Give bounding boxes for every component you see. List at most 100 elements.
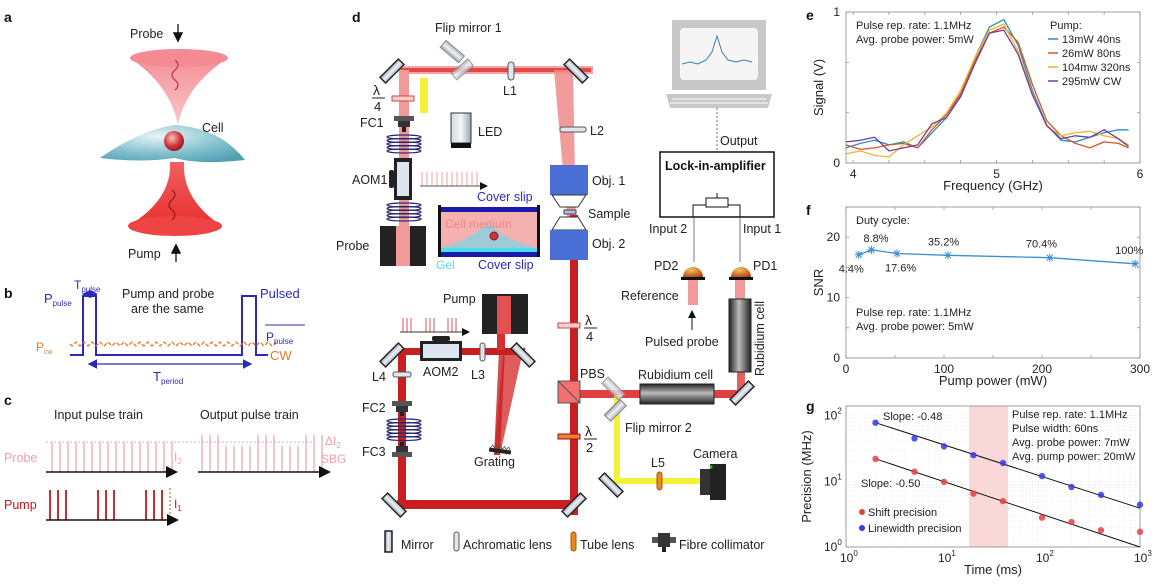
pump-probe-same-line1: Pump and probe xyxy=(122,287,214,301)
snr-point xyxy=(867,245,876,254)
fibre-coil-2 xyxy=(386,202,422,222)
cover-slip-top xyxy=(441,207,537,212)
data-point-1 xyxy=(1136,501,1144,508)
panel-label-g: g xyxy=(806,398,815,414)
slope-label-shift: Slope: -0.50 xyxy=(861,478,920,490)
camera-icon xyxy=(700,464,726,500)
sample-label: Sample xyxy=(588,207,630,221)
input1-label: Input 1 xyxy=(743,222,781,236)
pump-laser-icon xyxy=(482,294,528,334)
cell-medium-label: Cell medium xyxy=(445,217,512,231)
cell-label: Cell xyxy=(202,121,224,135)
chart-g-annotation: Avg. pump power: 20mW xyxy=(1012,451,1136,463)
x-axis-title: Time (ms) xyxy=(964,562,1022,577)
data-point-0 xyxy=(911,468,918,475)
x-tick-exponent: 2 xyxy=(1049,549,1054,558)
data-point-1 xyxy=(1038,472,1046,480)
x-tick-label: 4 xyxy=(850,167,857,181)
data-point-1 xyxy=(940,443,948,450)
aom1-pulse-train xyxy=(421,172,478,186)
x-tick-exponent: 0 xyxy=(853,549,858,558)
probe-laser-label: Probe xyxy=(336,239,369,253)
duty-cycle-title: Duty cycle: xyxy=(856,215,910,227)
led-base xyxy=(451,143,471,148)
lens-l4-icon xyxy=(392,371,412,378)
fibre-loop xyxy=(386,435,422,442)
x-tick-label: 100 xyxy=(934,362,954,376)
probe-output-pulses xyxy=(201,435,323,472)
data-point-1 xyxy=(872,419,879,426)
snr-point xyxy=(943,251,952,260)
lens-l1-icon xyxy=(507,61,515,81)
camera-beam-v xyxy=(614,395,620,480)
chart-g-annotation: Avg. probe power: 7mW xyxy=(1012,437,1130,449)
mirror-icon xyxy=(562,57,590,85)
flip-mirror-1-label: Flip mirror 1 xyxy=(435,21,502,35)
data-point-1 xyxy=(999,459,1007,467)
panel-label-f: f xyxy=(806,202,811,218)
aom2-pulse-train xyxy=(402,318,457,332)
objective-2-tip xyxy=(551,216,587,231)
sample-inset: Cover slip Cell medium Gel Cover slip xyxy=(436,190,540,272)
x-tick-label: 0 xyxy=(843,362,850,376)
x-tick-label: 101 xyxy=(938,549,956,565)
fibre-collimator-fc1-icon xyxy=(394,116,414,132)
chart-g-annotation: Pulse rep. rate: 1.1MHz xyxy=(1012,409,1128,421)
waveplate-quarter-top-icon xyxy=(391,95,415,102)
led-label: LED xyxy=(478,125,502,139)
probe-train-label: Probe xyxy=(4,451,37,465)
gel-label: Gel xyxy=(436,258,455,272)
sample-holder-icon xyxy=(563,209,577,215)
mirror-icon xyxy=(380,491,408,519)
fibre-collimator-fc3-icon xyxy=(392,442,412,457)
rubidium-cell-v-label: Rubidium cell xyxy=(753,301,767,376)
aom1-icon xyxy=(389,158,412,200)
x-tick-label: 5 xyxy=(993,167,1000,181)
pd2-icon xyxy=(683,267,703,277)
objective-1-icon xyxy=(550,165,588,195)
legend-tube-lens-icon xyxy=(570,531,577,552)
probe-label: Probe xyxy=(130,27,163,41)
inset-cell-shape xyxy=(441,222,537,248)
fc1-label: FC1 xyxy=(360,116,384,130)
flip-mirror-2-up-icon[interactable] xyxy=(600,376,626,402)
flip-mirror-1-up-icon[interactable] xyxy=(439,39,466,64)
sbg-label: SBG xyxy=(321,452,346,466)
duty-cycle-label: 70.4% xyxy=(1026,239,1057,251)
pbs-label: PBS xyxy=(580,367,605,381)
cw-waveform xyxy=(69,341,277,347)
camera-label: Camera xyxy=(693,447,738,461)
chart-f-annotation: Pulse rep. rate: 1.1MHz xyxy=(856,307,972,319)
output-pulse-train-title: Output pulse train xyxy=(200,408,299,422)
series-line-3 xyxy=(845,29,1129,152)
highlight-band xyxy=(969,406,1009,547)
mirror-icon xyxy=(560,491,588,519)
chart-e-plot-frame xyxy=(845,11,1141,164)
flip-mirror-1-down-icon[interactable] xyxy=(450,58,475,81)
pd1-icon xyxy=(731,267,751,277)
p-pulse-avg-label: Ppulse xyxy=(266,330,294,346)
probe-beam-cone xyxy=(130,52,228,125)
reference-label: Reference xyxy=(621,289,679,303)
grating-label: Grating xyxy=(474,455,515,469)
chart-g-plot-frame xyxy=(845,405,1141,548)
data-point-1 xyxy=(1097,491,1105,499)
probe-laser-icon xyxy=(380,226,426,266)
chart-g-annotation: Pulse width: 60ns xyxy=(1012,423,1099,435)
fibre-coil-3 xyxy=(386,418,422,442)
x-tick-base: 10 xyxy=(1134,551,1148,565)
l3-label: L3 xyxy=(471,368,485,382)
delta-i2-label: ΔI2 xyxy=(325,434,341,450)
legend-entry: 104mw 320ns xyxy=(1062,62,1131,74)
component-legend: Mirror Achromatic lens Tube lens Fibre c… xyxy=(384,530,764,553)
flip-mirror-2-down-icon[interactable] xyxy=(603,398,628,423)
lambda-half-denominator: 2 xyxy=(586,440,593,455)
y-tick-label: 10 xyxy=(827,291,841,305)
pulsed-label: Pulsed xyxy=(260,286,300,301)
data-point-1 xyxy=(970,451,977,459)
waveplate-quarter-icon xyxy=(557,322,581,329)
duty-cycle-label: 8.8% xyxy=(863,233,888,245)
pump-label: Pump xyxy=(128,247,161,261)
p-pulse-label: Ppulse xyxy=(44,291,72,308)
